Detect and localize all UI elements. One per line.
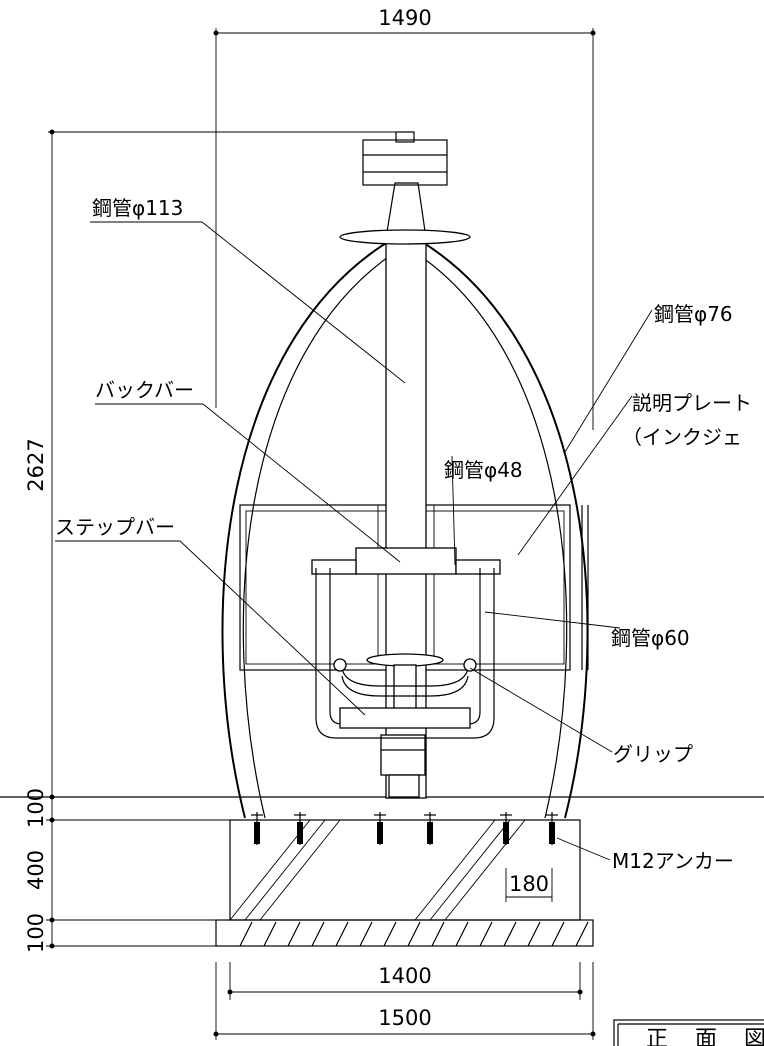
- label-pipe-113: 鋼管φ113: [92, 196, 183, 220]
- label-grip: グリップ: [613, 742, 693, 766]
- back-bar: [311, 547, 501, 575]
- dim-overall-width: 1490: [378, 6, 431, 30]
- concrete-footing: [229, 819, 581, 921]
- dim-foundation-width: 1400: [378, 964, 431, 988]
- label-pipe-48: 鋼管φ48: [444, 458, 523, 482]
- gravel-base: [215, 919, 594, 947]
- label-plate-line2: （インクジェ: [622, 425, 742, 449]
- dim-height: 2627: [24, 438, 48, 491]
- dim-top-layer: 100: [24, 788, 48, 828]
- leader-lines: [55, 221, 653, 861]
- dim-base-width: 1500: [378, 1006, 431, 1030]
- dim-anchor-spacing: 180: [509, 872, 549, 896]
- dim-base-layer: 100: [24, 913, 48, 953]
- label-pipe-76: 鋼管φ76: [654, 302, 733, 326]
- label-anchor: M12アンカー: [612, 849, 734, 873]
- dimension-lines: [46, 28, 596, 1040]
- label-pipe-60: 鋼管φ60: [611, 626, 690, 650]
- label-step-bar: ステップバー: [55, 515, 175, 539]
- title-block: [613, 1019, 764, 1046]
- dim-footing-depth: 400: [24, 850, 48, 890]
- step-bar: [333, 653, 477, 729]
- anchor-bolts: [251, 812, 558, 845]
- drawing-title: 正 面 図: [646, 1027, 764, 1046]
- label-plate-line1: 説明プレート: [632, 391, 752, 415]
- label-back-bar: バックバー: [95, 378, 194, 402]
